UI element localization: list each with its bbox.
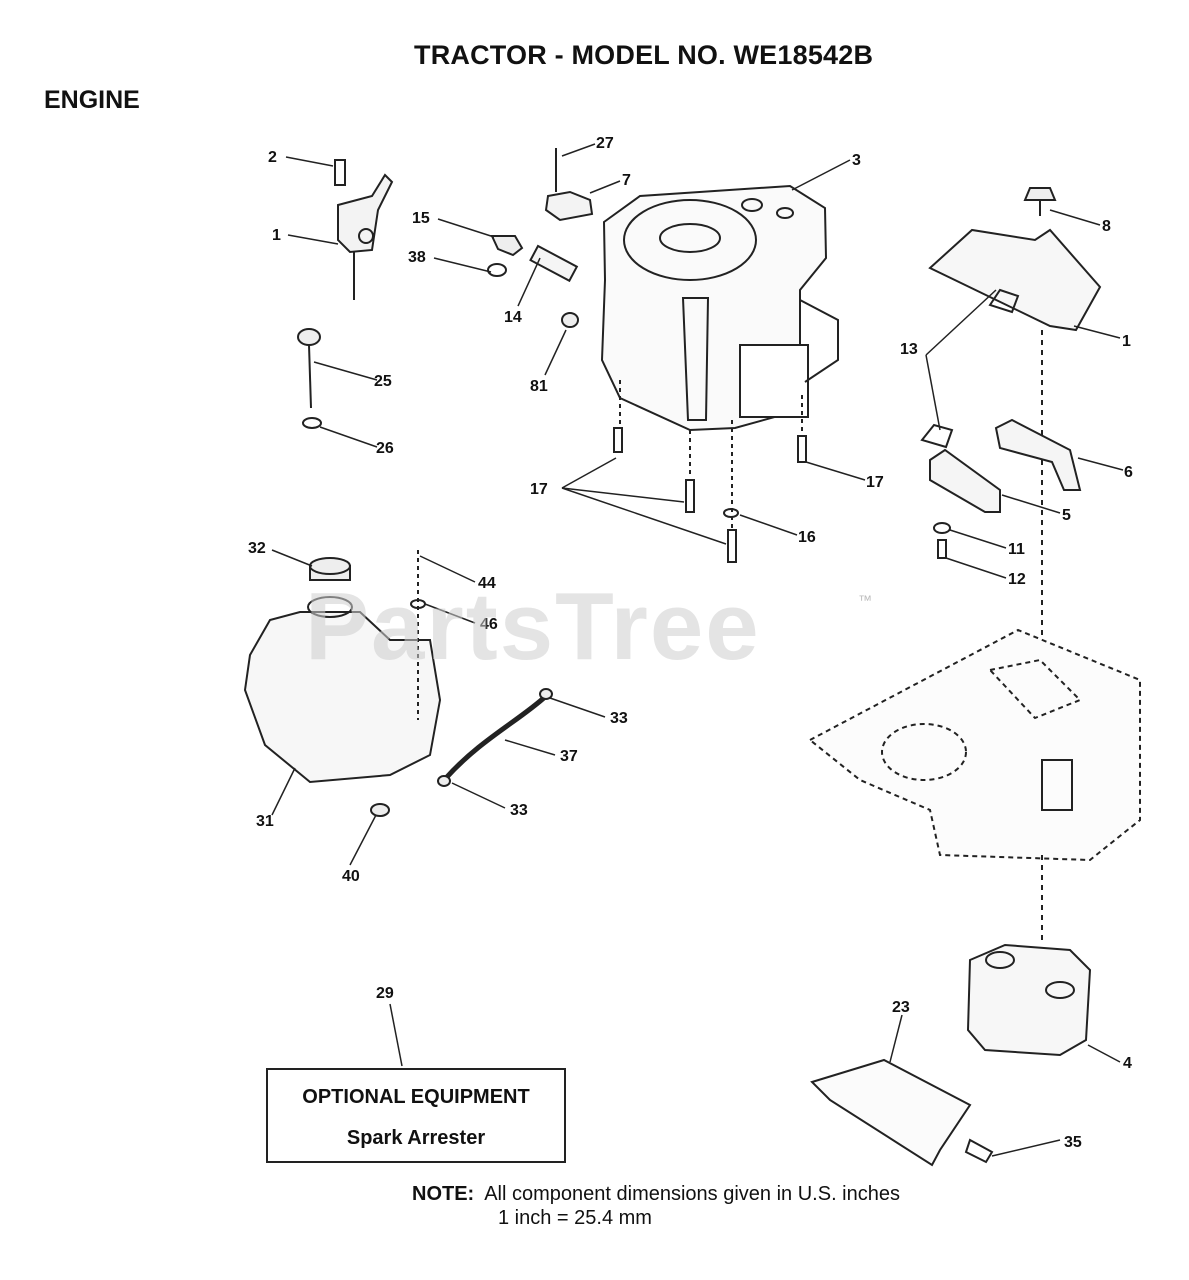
- callout-label: 17: [530, 481, 548, 498]
- heat-shield-part: [810, 1058, 994, 1167]
- callout-label: 25: [374, 373, 392, 390]
- callout-label: 40: [342, 868, 360, 885]
- optional-equipment-title: OPTIONAL EQUIPMENT: [302, 1086, 530, 1108]
- fuel-hose-part: [437, 688, 553, 787]
- callout-label: 26: [376, 440, 394, 457]
- fuel-tank-part: [243, 550, 442, 817]
- optional-equipment-item: Spark Arrester: [346, 1127, 486, 1149]
- callout-label: 17: [866, 474, 884, 491]
- callout-label: 11: [1008, 541, 1025, 558]
- callout-label: 7: [622, 172, 631, 189]
- callout-label: 1: [272, 227, 281, 244]
- page-title: TRACTOR - MODEL NO. WE18542B: [414, 40, 874, 70]
- note-label: NOTE:: [412, 1183, 475, 1205]
- callout-label: 35: [1064, 1134, 1082, 1151]
- callout-label: 32: [248, 540, 266, 557]
- callout-label: 4: [1123, 1055, 1132, 1072]
- engine-block-part: [600, 184, 839, 432]
- callout-label: 29: [376, 985, 394, 1002]
- trademark-symbol: ™: [858, 592, 872, 608]
- callout-label: 33: [510, 802, 528, 819]
- callout-label: 27: [596, 135, 614, 152]
- engine-cover-plate-part: [928, 187, 1102, 660]
- watermark-text: PartsTree: [305, 573, 761, 680]
- note-line-2: 1 inch = 25.4 mm: [498, 1207, 652, 1229]
- note-line-1: All component dimensions given in U.S. i…: [484, 1183, 900, 1205]
- callout-label: 81: [530, 378, 548, 395]
- dipstick-part: [297, 328, 322, 429]
- callout-label: 2: [268, 149, 277, 166]
- engine-bolts-part: [613, 380, 807, 563]
- callout-label: 33: [610, 710, 628, 727]
- callout-label: 38: [408, 249, 426, 266]
- callout-label: 16: [798, 529, 816, 546]
- callout-label: 6: [1124, 464, 1133, 481]
- callout-label: 8: [1102, 218, 1111, 235]
- tractor-frame-part: [808, 628, 1141, 862]
- callout-label: 3: [852, 152, 861, 169]
- section-title: ENGINE: [44, 86, 140, 114]
- callout-label: 31: [256, 813, 274, 830]
- callout-label: 13: [900, 341, 918, 358]
- throttle-control-part: [334, 159, 394, 300]
- exhaust-pipes-part: [920, 288, 1082, 559]
- muffler-part: [966, 855, 1092, 1057]
- callout-label: 5: [1062, 507, 1071, 524]
- dimension-note: NOTE: All component dimensions given in U…: [412, 1182, 900, 1229]
- callout-label: 14: [504, 309, 522, 326]
- callout-label: 15: [412, 210, 430, 227]
- callout-label: 44: [478, 575, 496, 592]
- oil-drain-part: [561, 312, 579, 328]
- callout-label: 12: [1008, 571, 1026, 588]
- callout-label: 23: [892, 999, 910, 1016]
- callout-label: 1: [1122, 333, 1131, 350]
- clamp-part: [544, 148, 594, 222]
- callout-label: 46: [480, 616, 498, 633]
- optional-equipment-box: OPTIONAL EQUIPMENT Spark Arrester: [266, 1068, 566, 1163]
- fuel-elbow-part: [487, 235, 579, 283]
- callout-label: 37: [560, 748, 578, 765]
